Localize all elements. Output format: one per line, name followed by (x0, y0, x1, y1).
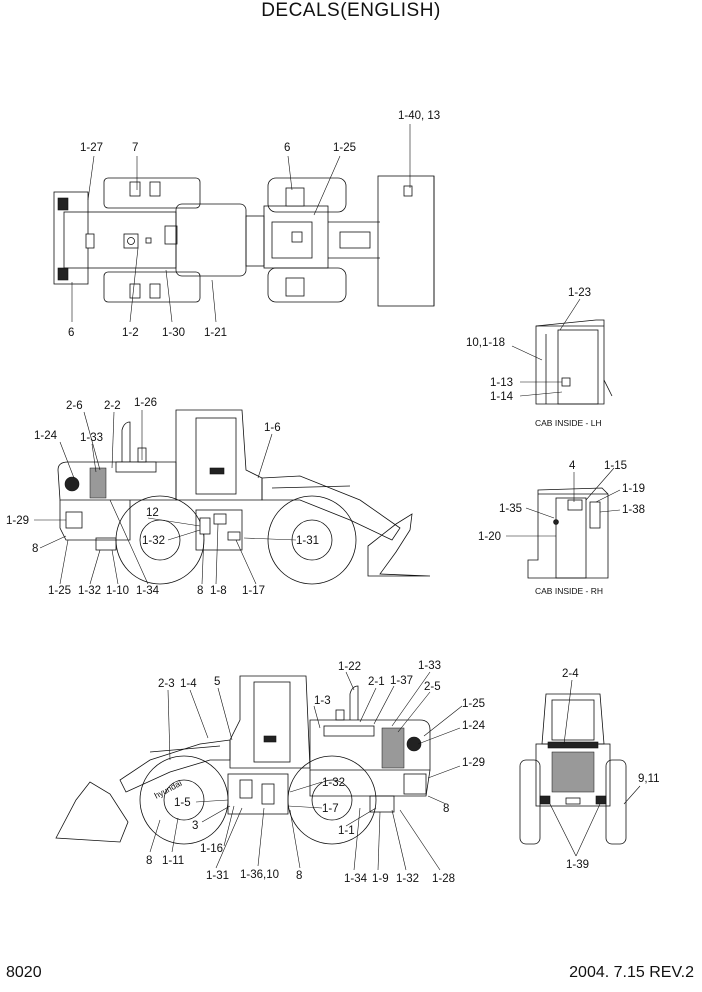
label: 12 (146, 507, 159, 519)
label: 1-25 (48, 585, 71, 597)
label: 1-32 (142, 535, 165, 547)
label: 8 (32, 543, 38, 555)
label: 1-39 (566, 859, 589, 871)
page-title: DECALS(ENGLISH) (261, 0, 441, 21)
label: 1-31 (206, 870, 229, 882)
label: 1-32 (396, 873, 419, 885)
label: 1-20 (478, 531, 501, 543)
label: 1-25 (462, 698, 485, 710)
label: 1-29 (462, 757, 485, 769)
label: 1-36,10 (240, 869, 279, 881)
side-view-right: hyundai 1-22 1-33 2-3 1-4 (55, 660, 486, 885)
label: 1-16 (200, 843, 223, 855)
view-caption: CAB INSIDE - LH (535, 418, 602, 428)
top-view: 1-27 7 6 1-25 1-40, 13 6 1-2 1-30 1-21 (53, 110, 440, 339)
label: 1-11 (162, 855, 184, 867)
page-number: 8020 (6, 964, 42, 981)
label: 1-34 (136, 585, 160, 597)
view-caption: CAB INSIDE - RH (535, 586, 603, 596)
label: 1-32 (322, 777, 345, 789)
label: 1-28 (432, 873, 455, 885)
label: 1-21 (204, 327, 227, 339)
label: 2-4 (562, 668, 579, 680)
label: 1-27 (80, 142, 103, 154)
label: 1-40, 13 (398, 110, 440, 122)
label: 1-24 (34, 430, 58, 442)
cab-inside-lh-view: 1-23 10,1-18 1-13 1-14 CAB INSIDE - LH (466, 287, 613, 428)
label: 1-26 (134, 397, 157, 409)
side-view-left: 2-6 2-2 1-26 1-24 1-33 1-6 1-29 12 1-32 … (6, 397, 431, 597)
label: 1-10 (106, 585, 129, 597)
label: 10,1-18 (466, 337, 505, 349)
label: 2-5 (424, 681, 441, 693)
label: 1-23 (568, 287, 591, 299)
label: 8 (146, 855, 152, 867)
label: 1-35 (499, 503, 522, 515)
label: 1-9 (372, 873, 389, 885)
label: 1-1 (338, 825, 355, 837)
label: 1-13 (490, 377, 513, 389)
label: 3 (192, 820, 198, 832)
label: 1-8 (210, 585, 227, 597)
rear-view: 2-4 9,11 1-39 (519, 668, 660, 871)
label: 1-3 (314, 695, 331, 707)
label: 1-14 (490, 391, 514, 403)
label: 6 (284, 142, 290, 154)
label: 1-5 (174, 797, 191, 809)
date-revision: 2004. 7.15 REV.2 (569, 964, 694, 981)
label: 1-7 (322, 803, 339, 815)
label: 1-6 (264, 422, 281, 434)
label: 9,11 (638, 773, 660, 785)
label: 1-19 (622, 483, 645, 495)
label: 1-4 (180, 678, 197, 690)
label: 1-24 (462, 720, 486, 732)
label: 1-30 (162, 327, 185, 339)
label: 1-31 (296, 535, 319, 547)
label: 5 (214, 676, 220, 688)
cab-inside-rh-view: 4 1-15 1-19 1-35 1-38 1-20 CAB INSIDE - … (478, 460, 645, 596)
label: 1-33 (80, 432, 103, 444)
label: 1-37 (390, 675, 413, 687)
label: 8 (296, 870, 302, 882)
label: 2-3 (158, 678, 175, 690)
label: 8 (197, 585, 203, 597)
label: 4 (569, 460, 576, 472)
label: 1-17 (242, 585, 265, 597)
label: 1-15 (604, 460, 627, 472)
label: 7 (132, 142, 138, 154)
label: 1-25 (333, 142, 356, 154)
label: 1-38 (622, 504, 645, 516)
label: 1-29 (6, 515, 29, 527)
label: 2-1 (368, 676, 385, 688)
label: 2-2 (104, 400, 121, 412)
label: 2-6 (66, 400, 83, 412)
label: 1-33 (418, 660, 441, 672)
label: 1-32 (78, 585, 101, 597)
label: 8 (443, 803, 449, 815)
label: 1-2 (122, 327, 139, 339)
label: 1-34 (344, 873, 368, 885)
label: 6 (68, 327, 74, 339)
label: 1-22 (338, 661, 361, 673)
